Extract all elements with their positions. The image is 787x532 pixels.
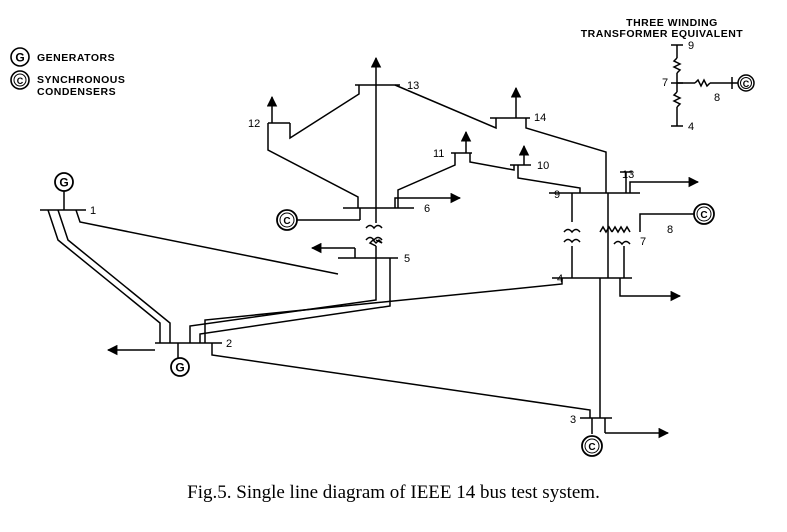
inset-condenser-icon: C xyxy=(737,74,755,92)
condensers-legend-label-1: SYNCHRONOUS xyxy=(37,74,125,86)
svg-text:C: C xyxy=(283,216,290,227)
generator-bus-2-icon: G xyxy=(170,357,190,377)
bus-label-13: 13 xyxy=(407,80,419,92)
inset-bus-9: 9 xyxy=(688,40,694,52)
bus-label-9: 9 xyxy=(554,189,560,201)
inset-bus-7: 7 xyxy=(662,77,668,89)
bus-label-7: 7 xyxy=(640,236,646,248)
condenser-bus-8-icon: C xyxy=(693,203,715,225)
bus-label-12: 12 xyxy=(248,118,260,130)
legend: G GENERATORS C SYNCHRONOUS CONDENSERS xyxy=(10,47,125,98)
bus-label-5: 5 xyxy=(404,253,410,265)
condenser-legend-icon: C xyxy=(10,70,30,90)
inset-bus-4: 4 xyxy=(688,121,694,133)
condenser-bus-3-icon: C xyxy=(581,435,603,457)
svg-text:C: C xyxy=(700,210,707,221)
generator-legend-icon: G xyxy=(10,47,30,67)
condensers-legend-label-2: CONDENSERS xyxy=(37,86,116,98)
svg-text:C: C xyxy=(588,442,595,453)
bus-label-14: 14 xyxy=(534,112,546,124)
bus-label-6: 6 xyxy=(424,203,430,215)
inset-title-2: TRANSFORMER EQUIVALENT xyxy=(581,28,744,40)
svg-text:C: C xyxy=(17,76,24,86)
inset-title-1: THREE WINDING xyxy=(626,17,718,29)
transformer-inset: THREE WINDING TRANSFORMER EQUIVALENT C 9… xyxy=(581,17,755,133)
bus-label-10: 10 xyxy=(537,160,549,172)
inset-bus-8: 8 xyxy=(714,92,720,104)
bus-label-3: 3 xyxy=(570,414,576,426)
bus-label-4: 4 xyxy=(557,273,563,285)
bus-label-13-stub: 13 xyxy=(622,169,634,181)
svg-text:G: G xyxy=(15,51,24,65)
condenser-bus-6-icon: C xyxy=(276,209,298,231)
bus-label-8: 8 xyxy=(667,224,673,236)
bus-label-11: 11 xyxy=(433,148,444,160)
network-lines xyxy=(40,56,700,439)
generators-legend-label: GENERATORS xyxy=(37,52,115,64)
svg-text:C: C xyxy=(743,79,750,89)
generator-bus-1-icon: G xyxy=(54,172,74,192)
svg-text:G: G xyxy=(59,176,68,190)
figure-caption: Fig.5. Single line diagram of IEEE 14 bu… xyxy=(187,482,600,503)
bus-labels: 1 2 3 4 5 6 7 8 9 10 11 12 13 14 13 xyxy=(90,80,673,426)
svg-text:G: G xyxy=(175,361,184,375)
bus-label-1: 1 xyxy=(90,205,96,217)
bus-label-2: 2 xyxy=(226,338,232,350)
